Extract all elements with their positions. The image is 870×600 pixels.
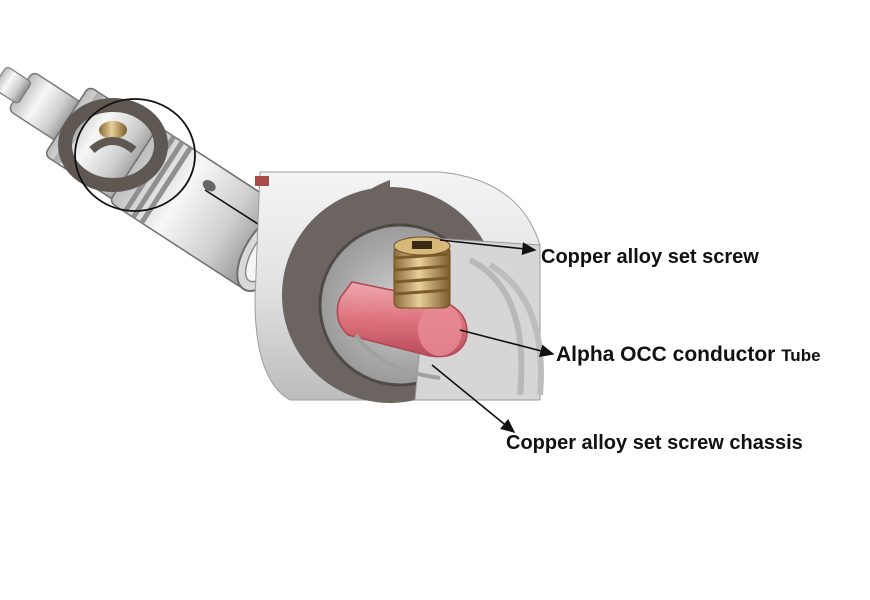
- overview-cutaway-ring: [58, 98, 168, 192]
- label-conductor-tube: Alpha OCC conductor Tube: [556, 343, 821, 367]
- label-conductor-suffix: Tube: [781, 346, 821, 365]
- leader-set-screw: [439, 239, 537, 256]
- label-set-screw: Copper alloy set screw: [541, 246, 759, 268]
- magnifier-circle: [74, 98, 196, 212]
- label-set-screw-chassis: Copper alloy set screw chassis: [506, 432, 803, 454]
- set-screw-graphic: [393, 236, 451, 309]
- enlarged-cutaway: [254, 171, 544, 403]
- label-conductor-main: Alpha OCC conductor: [556, 343, 776, 366]
- leader-chassis: [431, 364, 516, 434]
- leader-conductor: [459, 329, 555, 357]
